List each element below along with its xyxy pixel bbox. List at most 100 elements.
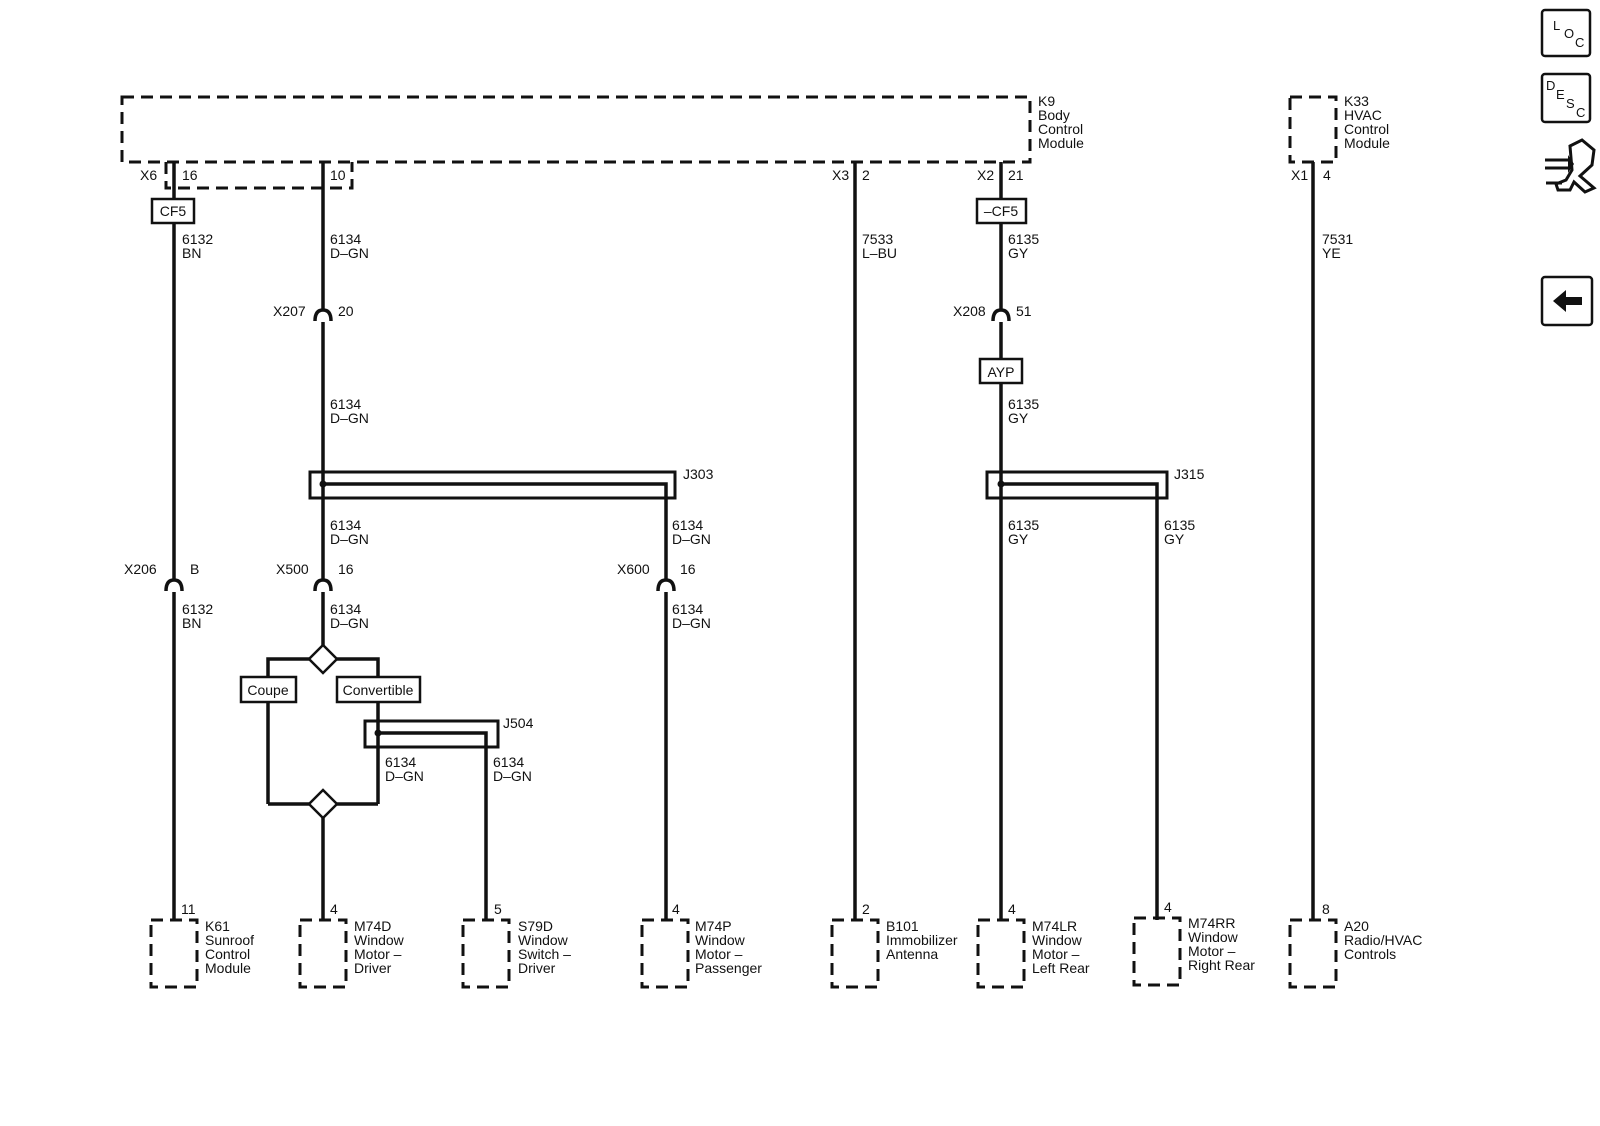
x2-label: X2 <box>977 167 994 183</box>
s79d-line2: Switch – <box>518 946 571 962</box>
circuit-6135: –CF5 6135 GY X208 51 AYP 6135 GY J315 61… <box>953 162 1205 920</box>
wire-6132-circuit: 6132 <box>182 231 213 247</box>
m74rr-id: M74RR <box>1188 915 1235 931</box>
k33-line2: Control <box>1344 121 1389 137</box>
j315-splice-outline <box>985 470 1169 500</box>
wire-6135-circuit-2: 6135 <box>1008 396 1039 412</box>
j303-splice-bus <box>323 482 668 580</box>
x207-label: X207 <box>273 303 306 319</box>
m74d-line3: Driver <box>354 960 392 976</box>
connector-tool-icon[interactable] <box>1545 138 1597 194</box>
x600-connector-symbol <box>656 578 676 592</box>
option-coupe-label: Coupe <box>247 682 288 698</box>
a20-id: A20 <box>1344 918 1369 934</box>
wire-6134-circuit-5: 6134 <box>330 601 361 617</box>
a20-radio-hvac-controls: 8 A20 Radio/HVAC Controls <box>1288 901 1422 989</box>
m74p-line2: Motor – <box>695 946 743 962</box>
wire-6134-color-2: D–GN <box>330 410 369 426</box>
back-arrow-icon <box>1553 290 1582 312</box>
wire-7531-circuit: 7531 <box>1322 231 1353 247</box>
wire-7533-color: L–BU <box>862 245 897 261</box>
wire-7533-circuit: 7533 <box>862 231 893 247</box>
x207-pin: 20 <box>338 303 354 319</box>
m74d-line2: Motor – <box>354 946 402 962</box>
m74rr-outline <box>1132 916 1182 987</box>
m74rr-line3: Right Rear <box>1188 957 1255 973</box>
k61-id: K61 <box>205 918 230 934</box>
loc-button[interactable]: L O C <box>1540 8 1592 58</box>
k61-line3: Module <box>205 960 251 976</box>
wire-6134-circuit-6: 6134 <box>672 601 703 617</box>
wire-6134-color-8: D–GN <box>493 768 532 784</box>
j315-splice-bus <box>1001 482 1159 920</box>
x206-pin: B <box>190 561 199 577</box>
m74lr-id: M74LR <box>1032 918 1077 934</box>
m74d-line1: Window <box>354 932 405 948</box>
circuit-7531: 7531 YE <box>1311 162 1353 920</box>
m74d-pin: 4 <box>330 901 338 917</box>
k61-outline <box>149 918 199 989</box>
m74lr-line1: Window <box>1032 932 1083 948</box>
m74lr-line3: Left Rear <box>1032 960 1090 976</box>
coupe-branch <box>266 657 309 677</box>
option-convertible-label: Convertible <box>343 682 414 698</box>
desc-button-frame[interactable] <box>1540 72 1592 124</box>
desc-letter-4: C <box>1576 105 1585 120</box>
a20-pin: 8 <box>1322 901 1330 917</box>
x500-pin: 16 <box>338 561 354 577</box>
m74lr-outline <box>976 918 1026 989</box>
convertible-branch <box>337 657 380 677</box>
j315-splice-dot <box>997 480 1005 488</box>
k61-line2: Control <box>205 946 250 962</box>
x208-label: X208 <box>953 303 986 319</box>
loc-button-frame[interactable] <box>1540 8 1592 58</box>
wire-6132-color: BN <box>182 245 201 261</box>
x6-pin: 16 <box>182 167 198 183</box>
x207-connector-symbol <box>313 308 333 322</box>
a20-outline <box>1288 918 1338 989</box>
b101-pin: 2 <box>862 901 870 917</box>
option-not-cf5-label: –CF5 <box>984 203 1018 219</box>
x1-pin: 4 <box>1323 167 1331 183</box>
m74lr-line2: Motor – <box>1032 946 1080 962</box>
j303-splice-dot <box>319 480 327 488</box>
k9-body-control-module: K9 Body Control Module X6 16 10 X3 2 X2 … <box>120 93 1084 190</box>
m74rr-pin: 4 <box>1164 899 1172 915</box>
back-button[interactable] <box>1540 275 1594 327</box>
option-cf5-label: CF5 <box>160 203 187 219</box>
x500-connector-symbol <box>313 578 333 592</box>
k33-hvac-control-module: K33 HVAC Control Module X1 4 <box>1288 93 1390 183</box>
k9-line1: Body <box>1038 107 1070 123</box>
option-coupe-box <box>239 675 298 704</box>
wire-6135-color-2: GY <box>1008 410 1029 426</box>
k33-line1: HVAC <box>1344 107 1382 123</box>
option-ayp-label: AYP <box>988 364 1015 380</box>
wire-6135-circuit-4: 6135 <box>1164 517 1195 533</box>
a20-line2: Controls <box>1344 946 1396 962</box>
loc-letter-2: O <box>1564 26 1574 41</box>
x600-label: X600 <box>617 561 650 577</box>
k61-line1: Sunroof <box>205 932 254 948</box>
desc-button[interactable]: D E S C <box>1540 72 1592 124</box>
wire-6132-circuit-lower: 6132 <box>182 601 213 617</box>
j315-label: J315 <box>1174 466 1205 482</box>
m74p-pin: 4 <box>672 901 680 917</box>
k61-pin: 11 <box>181 901 196 917</box>
option-split-diamond-top <box>307 643 339 675</box>
x2-pin: 21 <box>1008 167 1024 183</box>
loc-letter-1: L <box>1553 18 1560 33</box>
m74d-window-motor-driver: 4 M74D Window Motor – Driver <box>298 901 405 989</box>
b101-immobilizer-antenna: 2 B101 Immobilizer Antenna <box>830 901 958 989</box>
option-not-cf5-box <box>975 197 1028 225</box>
desc-letter-1: D <box>1546 78 1555 93</box>
option-cf5-box <box>150 197 196 225</box>
b101-line2: Antenna <box>886 946 938 962</box>
x3-pin: 2 <box>862 167 870 183</box>
wire-6135-circuit-1: 6135 <box>1008 231 1039 247</box>
x6-label: X6 <box>140 167 157 183</box>
m74p-outline <box>640 918 690 989</box>
loc-letter-3: C <box>1575 35 1584 50</box>
m74rr-line2: Motor – <box>1188 943 1236 959</box>
wire-6134-circuit-8: 6134 <box>493 754 524 770</box>
wire-7531-color: YE <box>1322 245 1341 261</box>
